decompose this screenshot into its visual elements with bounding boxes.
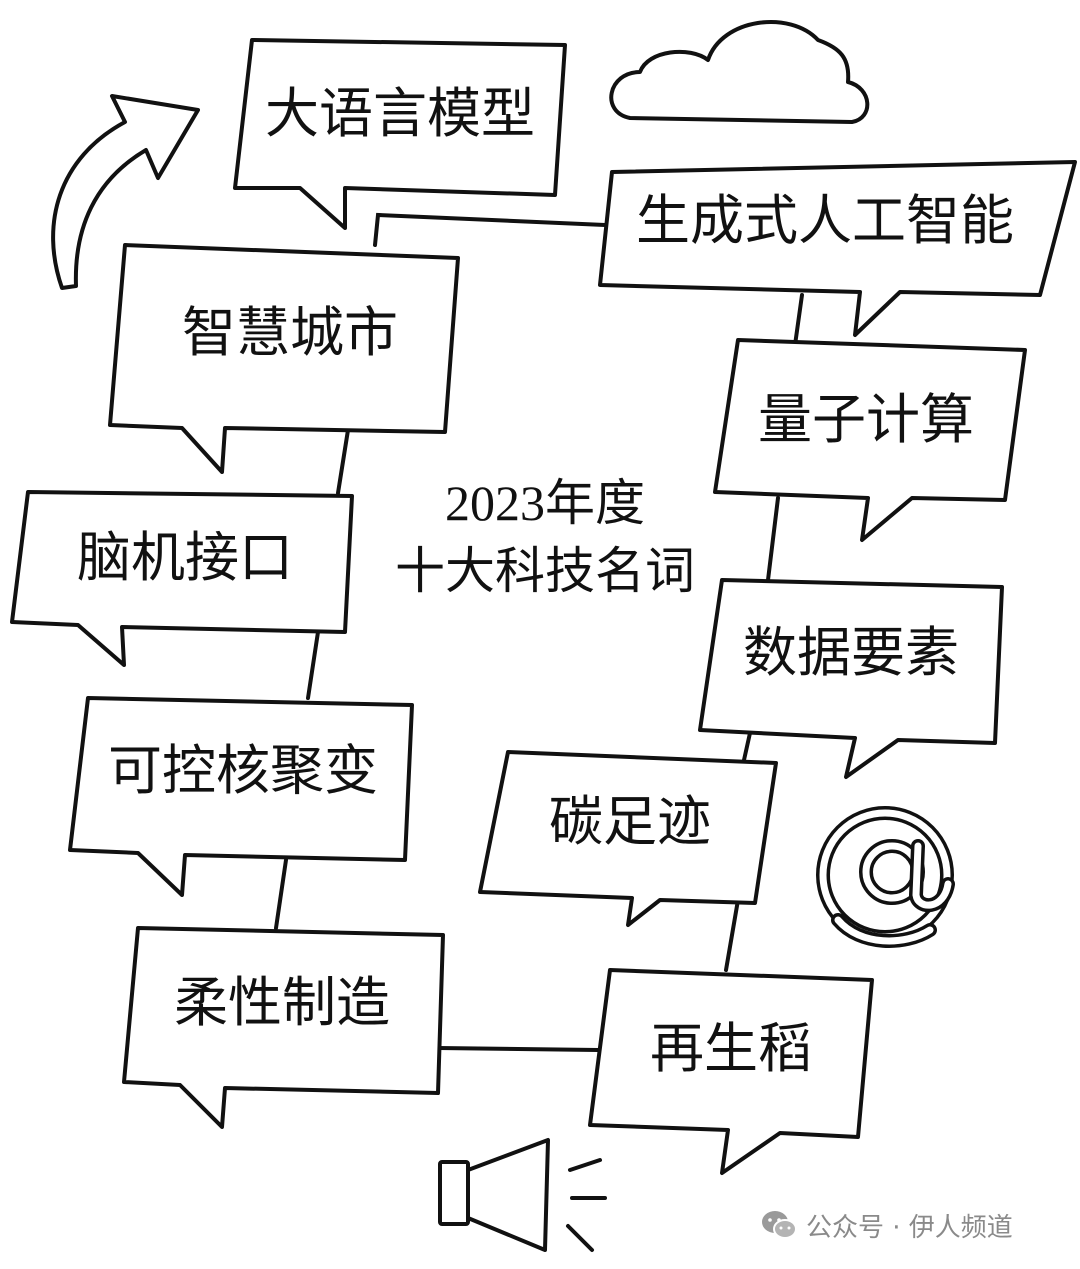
term-label: 量子计算 [758,388,974,451]
term-label: 可控核聚变 [108,739,378,802]
term-label: 数据要素 [743,621,959,684]
megaphone-icon [438,1138,607,1252]
term-bubble-5: 脑机接口 [10,490,354,667]
term-bubble-7: 可控核聚变 [68,696,414,897]
connector-left-3 [274,858,288,930]
connector-right-3 [742,731,752,762]
term-label: 大语言模型 [265,82,535,145]
term-label: 生成式人工智能 [636,189,1014,252]
watermark-text: 公众号 · 伊人频道 [806,1212,1013,1243]
term-bubble-9: 柔性制造 [122,926,445,1129]
connector-bottom [436,1046,600,1052]
term-bubble-1: 大语言模型 [233,38,567,230]
term-bubble-8: 碳足迹 [478,750,778,927]
term-label: 碳足迹 [549,790,711,853]
term-label: 智慧城市 [182,301,398,364]
term-bubble-10: 再生稻 [588,968,874,1175]
term-label: 脑机接口 [77,526,293,589]
connector-top [373,212,607,247]
term-bubble-4: 量子计算 [713,338,1027,542]
term-bubble-6: 数据要素 [698,578,1004,779]
term-label: 再生稻 [650,1017,812,1080]
watermark: 公众号 · 伊人频道 [760,1202,1013,1248]
center-title-line2: 十大科技名词 [395,543,695,599]
center-title: 2023年度 十大科技名词 [395,475,695,599]
connector-right-4 [724,898,740,972]
wechat-icon [762,1211,797,1239]
connector-right-2 [766,496,780,582]
center-title-line1: 2023年度 [445,475,645,531]
term-bubble-3: 智慧城市 [108,243,460,474]
connector-right-1 [793,293,804,347]
at-sign-icon [816,806,955,948]
connector-lines [274,212,804,1052]
term-bubble-2: 生成式人工智能 [598,160,1077,337]
connector-left-2 [306,630,320,700]
cloud-icon [609,20,870,124]
arrow-icon [51,94,200,290]
term-label: 柔性制造 [174,971,390,1034]
connector-left-1 [336,428,350,495]
